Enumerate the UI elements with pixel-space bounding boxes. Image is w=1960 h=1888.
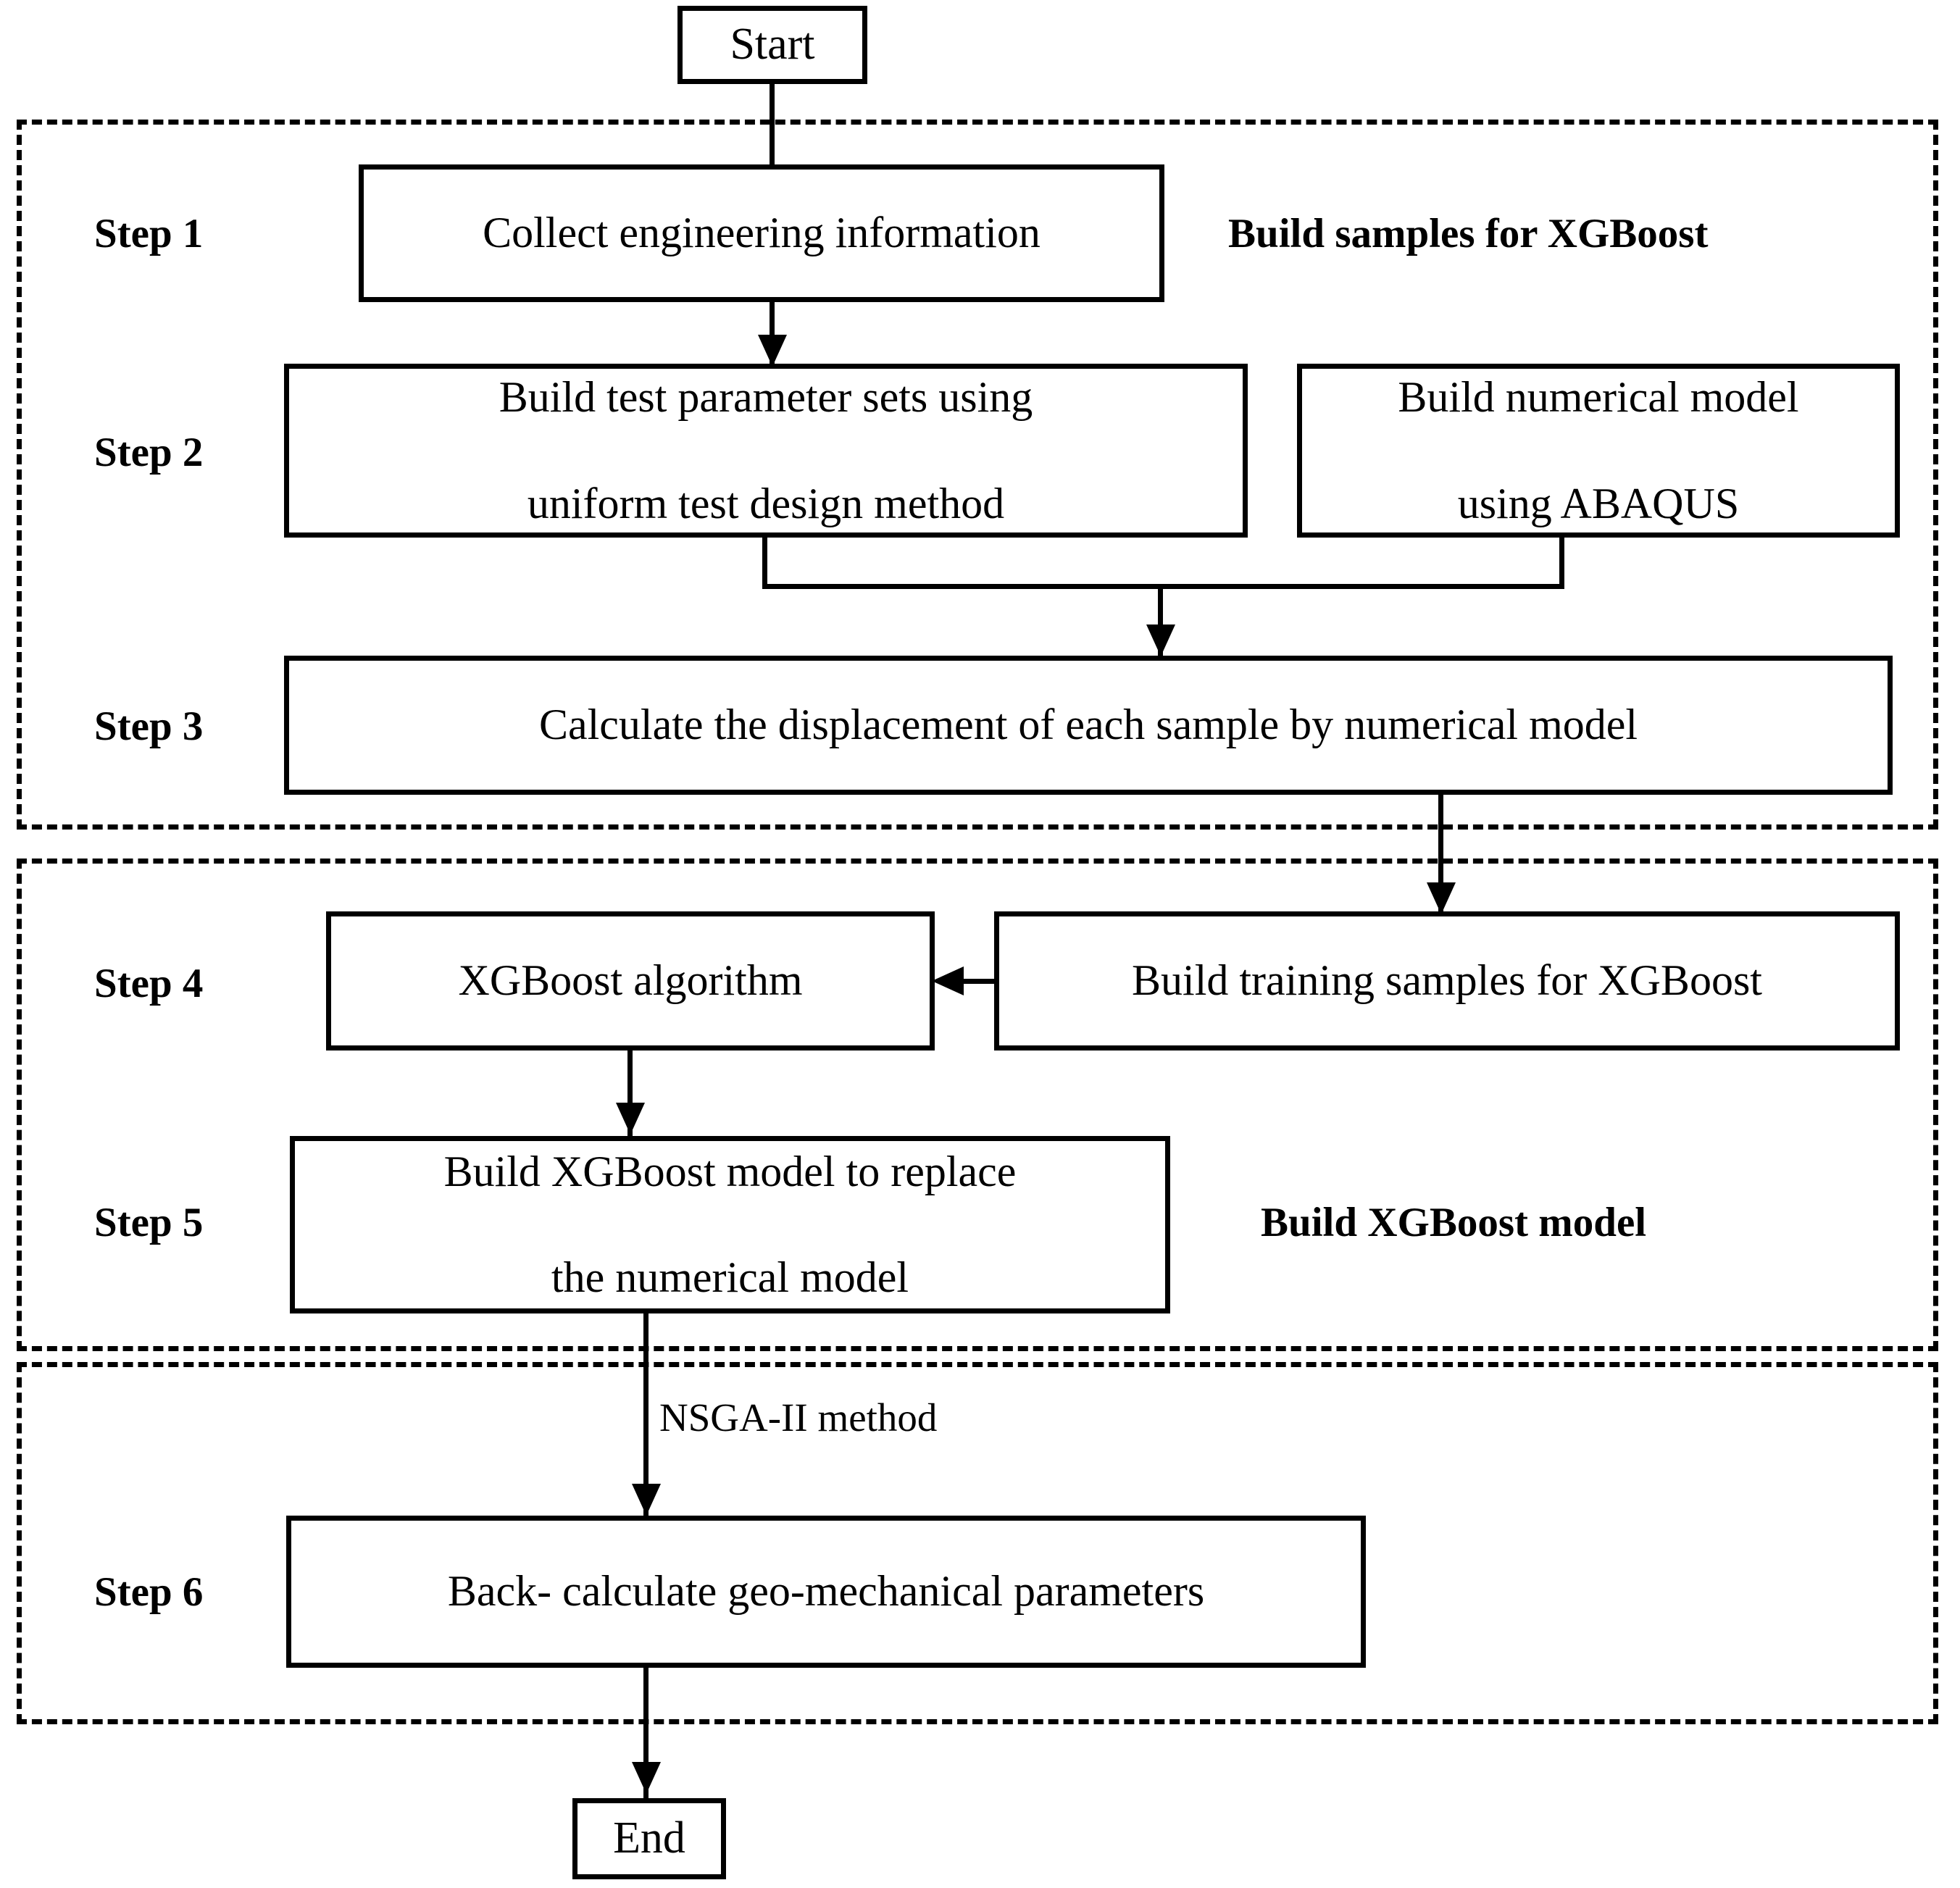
node-build-training-samples-label: Build training samples for XGBoost	[1132, 956, 1762, 1005]
node-back-calculate-parameters[interactable]: Back- calculate geo-mechanical parameter…	[286, 1516, 1366, 1668]
node-build-xgboost-model-label: Build XGBoost model to replace the numer…	[430, 1145, 1031, 1305]
node-start-label: Start	[730, 20, 815, 70]
connector-numericalmodel-down	[1559, 538, 1564, 588]
panel-build-samples-label: Build samples for XGBoost	[1228, 211, 1709, 256]
node-build-training-samples[interactable]: Build training samples for XGBoost	[994, 911, 1900, 1050]
connector-step4-to-step5	[627, 1050, 633, 1139]
node-end[interactable]: End	[572, 1798, 726, 1879]
arrow-trainingsamples-to-xgboost	[932, 966, 964, 995]
node-build-numerical-model[interactable]: Build numerical model using ABAQUS	[1297, 364, 1900, 538]
node-build-xgboost-model[interactable]: Build XGBoost model to replace the numer…	[290, 1136, 1170, 1313]
node-xgboost-algorithm-label: XGBoost algorithm	[458, 956, 803, 1005]
arrow-merge-to-step3	[1146, 625, 1175, 656]
connector-step6-to-end	[643, 1668, 649, 1800]
node-collect-engineering-information[interactable]: Collect engineering information	[359, 164, 1164, 302]
node-collect-engineering-information-label: Collect engineering information	[483, 209, 1041, 257]
node-end-label: End	[613, 1813, 685, 1863]
line-2: the numerical model	[551, 1253, 909, 1302]
panel-back-calculate	[17, 1362, 1938, 1724]
node-back-calculate-parameters-label: Back- calculate geo-mechanical parameter…	[447, 1567, 1205, 1616]
step-3-label: Step 3	[94, 703, 204, 749]
node-calculate-displacement[interactable]: Calculate the displacement of each sampl…	[284, 656, 1893, 795]
connector-step5-to-step6	[643, 1313, 649, 1518]
arrow-step5-to-step6	[632, 1484, 661, 1516]
node-xgboost-algorithm[interactable]: XGBoost algorithm	[326, 911, 935, 1050]
line-2: uniform test design method	[527, 479, 1005, 527]
panel-build-samples	[17, 120, 1938, 830]
step-1-label: Step 1	[94, 211, 204, 256]
node-build-test-parameter-sets-label: Build test parameter sets using uniform …	[485, 371, 1048, 530]
panel-build-xgboost-model	[17, 859, 1938, 1351]
step-6-label: Step 6	[94, 1569, 204, 1615]
line-1: Build numerical model	[1398, 373, 1799, 422]
line-1: Build test parameter sets using	[499, 373, 1033, 422]
panel-build-xgboost-model-label: Build XGBoost model	[1261, 1200, 1647, 1245]
arrow-step1-to-step2	[758, 335, 787, 367]
node-build-test-parameter-sets[interactable]: Build test parameter sets using uniform …	[284, 364, 1248, 538]
connector-step2-merge-bar	[762, 584, 1564, 589]
line-2: using ABAQUS	[1457, 479, 1740, 527]
connector-testparams-down	[762, 538, 767, 588]
connector-merge-to-step3	[1158, 584, 1163, 656]
line-1: Build XGBoost model to replace	[443, 1147, 1017, 1195]
arrow-step3-to-step4	[1427, 882, 1456, 914]
connector-trainingsamples-to-xgboost	[939, 979, 997, 984]
step-4-label: Step 4	[94, 961, 204, 1006]
node-calculate-displacement-label: Calculate the displacement of each sampl…	[538, 701, 1638, 749]
node-start[interactable]: Start	[677, 6, 867, 84]
connector-start-to-step1	[770, 84, 775, 196]
arrow-step4-to-step5	[616, 1103, 645, 1135]
step-5-label: Step 5	[94, 1200, 204, 1245]
connector-step3-to-step4	[1438, 795, 1443, 914]
node-build-numerical-model-label: Build numerical model using ABAQUS	[1383, 371, 1813, 530]
arrow-step6-to-end	[632, 1762, 661, 1794]
step-2-label: Step 2	[94, 430, 204, 475]
edge-label-nsga-ii: NSGA-II method	[659, 1395, 938, 1440]
